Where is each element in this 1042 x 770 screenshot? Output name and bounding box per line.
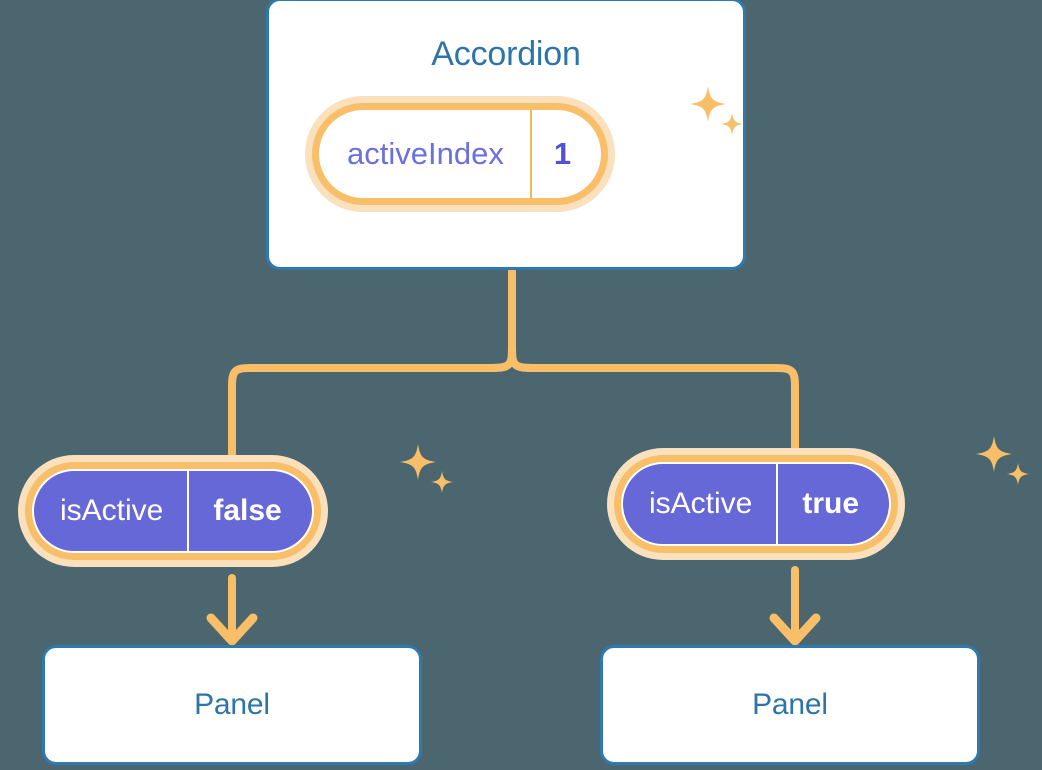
component-card-panel-right[interactable]: Panel	[600, 645, 980, 765]
panel-title: Panel	[752, 688, 828, 721]
prop-pill-key: isActive	[649, 487, 753, 520]
prop-pill-body: isActive true	[621, 462, 892, 546]
state-pill-value: 1	[529, 110, 601, 198]
panel-title: Panel	[194, 688, 270, 721]
prop-pill-key: isActive	[60, 494, 164, 527]
arrow-down-icon-right	[769, 613, 821, 646]
prop-pill-value: false	[187, 471, 311, 551]
state-pill-ring: activeIndex 1	[312, 103, 609, 205]
prop-pill-ring: isActive true	[614, 455, 899, 553]
state-pill-body: activeIndex 1	[319, 110, 602, 198]
arrow-down-icon-left	[206, 613, 258, 646]
prop-pill-isactive-true[interactable]: isActive true	[607, 448, 906, 560]
prop-pill-ring: isActive false	[25, 462, 321, 560]
prop-pill-isactive-false[interactable]: isActive false	[18, 455, 328, 567]
state-pill-key: activeIndex	[347, 136, 504, 171]
prop-pill-body: isActive false	[32, 469, 314, 553]
state-pill-activeindex[interactable]: activeIndex 1	[305, 96, 616, 212]
connector-root-to-right	[508, 268, 799, 459]
page-title: Accordion	[431, 35, 581, 73]
connector-root-to-left	[228, 268, 516, 466]
component-card-panel-left[interactable]: Panel	[42, 645, 422, 765]
prop-pill-value: true	[776, 464, 889, 544]
